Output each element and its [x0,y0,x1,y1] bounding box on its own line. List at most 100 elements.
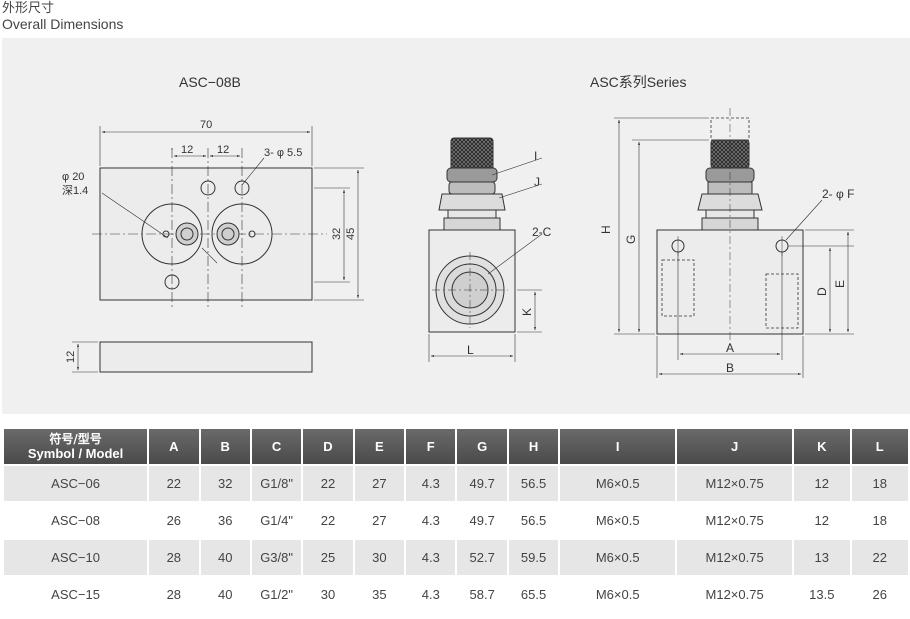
cell: 22 [303,466,353,501]
asc08b-top-view [72,126,364,373]
cell: 26 [851,577,908,612]
cell: 13 [794,540,850,575]
header-zh: 符号/型号 [49,431,102,446]
cell: 49.7 [457,503,507,538]
cell: 12 [794,466,850,501]
cell: 30 [354,540,405,575]
cell: 30 [303,577,353,612]
cell: 22 [851,540,908,575]
dim-holes: 3- φ 5.5 [264,147,302,159]
header-D: D [303,429,353,464]
table-row: ASC−15 28 40 G1/2" 30 35 4.3 58.7 65.5 M… [4,577,908,612]
dim-12-a: 12 [181,144,193,156]
right-view-title: ASC系列Series [590,74,686,90]
header-B: B [200,429,250,464]
cell: M6×0.5 [560,503,676,538]
table-row: ASC−06 22 32 G1/8" 22 27 4.3 49.7 56.5 M… [4,466,908,501]
label-K: K [520,308,534,316]
cell: 26 [149,503,199,538]
cell: 32 [200,466,250,501]
header-G: G [457,429,507,464]
cell-model: ASC−10 [4,540,148,575]
cell: M12×0.75 [677,540,793,575]
dim-70: 70 [200,119,212,131]
cell: 22 [303,503,353,538]
header-K: K [794,429,850,464]
cell: M6×0.5 [560,466,676,501]
cell: 28 [149,577,199,612]
cell: 27 [354,466,405,501]
asc-series-front-view [614,108,854,378]
cell: 49.7 [457,466,507,501]
cell-model: ASC−08 [4,503,148,538]
dim-depth: 深1.4 [62,184,88,197]
cell: 4.3 [406,503,456,538]
cell: 4.3 [406,540,456,575]
cell: 59.5 [508,540,559,575]
header-L: L [851,429,908,464]
label-D: D [815,287,829,296]
table-header-row: 符号/型号 Symbol / Model A B C D E F G H I J… [4,429,908,464]
technical-drawing: ASC−08B ASC系列Series [2,38,910,414]
label-H: H [599,225,613,234]
label-A: A [726,341,734,355]
cell: 28 [149,540,199,575]
cell: M6×0.5 [560,540,676,575]
dim-32: 32 [331,228,343,240]
cell: 13.5 [794,577,850,612]
label-L: L [467,343,474,357]
cell: 40 [200,577,250,612]
dim-phi20: φ 20 [62,171,84,183]
header-en: Symbol / Model [27,445,124,461]
cell: 18 [851,466,908,501]
cell: G1/2" [251,577,302,612]
label-J: J [534,175,540,189]
dim-12-b: 12 [217,144,229,156]
cell: 18 [851,503,908,538]
label-2F: 2- φ F [822,187,854,201]
asc-side-view [428,137,543,362]
cell: 58.7 [457,577,507,612]
dim-45: 45 [345,228,357,240]
spec-table: 符号/型号 Symbol / Model A B C D E F G H I J… [2,427,910,614]
header-symbol-model: 符号/型号 Symbol / Model [4,429,148,464]
cell: G3/8" [251,540,302,575]
header-C: C [251,429,302,464]
cell: 52.7 [457,540,507,575]
left-view-title: ASC−08B [179,74,241,90]
drawing-svg: ASC−08B ASC系列Series [62,74,854,378]
header-J: J [677,429,793,464]
cell-model: ASC−15 [4,577,148,612]
title-chinese: 外形尺寸 [2,1,55,16]
header-E: E [354,429,405,464]
cell: 56.5 [508,503,559,538]
label-E: E [833,280,847,288]
cell: 12 [794,503,850,538]
title-english: Overall Dimensions [2,16,124,32]
table-row: ASC−10 28 40 G3/8" 25 30 4.3 52.7 59.5 M… [4,540,908,575]
table-row: ASC−08 26 36 G1/4" 22 27 4.3 49.7 56.5 M… [4,503,908,538]
cell: M12×0.75 [677,466,793,501]
cell: M12×0.75 [677,577,793,612]
label-2C: 2-C [532,225,552,239]
cell: 4.3 [406,577,456,612]
header-A: A [149,429,199,464]
cell: G1/8" [251,466,302,501]
cell-model: ASC−06 [4,466,148,501]
header-F: F [406,429,456,464]
cell: 40 [200,540,250,575]
cell: 56.5 [508,466,559,501]
label-I: I [534,149,537,163]
section-header: 外形尺寸 Overall Dimensions [2,1,123,32]
cell: M12×0.75 [677,503,793,538]
cell: 25 [303,540,353,575]
cell: 35 [354,577,405,612]
header-H: H [508,429,559,464]
cell: M6×0.5 [560,577,676,612]
cell: 27 [354,503,405,538]
cell: 65.5 [508,577,559,612]
dim-12-side: 12 [65,351,77,363]
cell: 36 [200,503,250,538]
cell: 22 [149,466,199,501]
label-G: G [624,235,638,244]
